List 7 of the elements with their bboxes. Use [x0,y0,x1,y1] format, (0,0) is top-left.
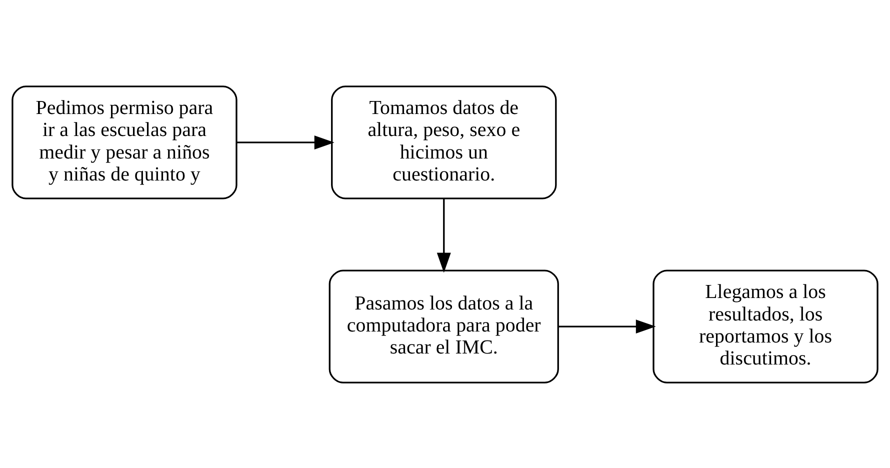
node-box: Llegamos a los resultados, los reportamos y los discutimos. [652,269,878,383]
arrow [558,319,656,334]
arrow [236,134,334,149]
node-box: Pasamos los datos a la computadora para poder sacar el IMC. [328,269,559,383]
node-box: Pedimos permiso para ir a las escuelas para medir y pesar a niños y niñas de quinto y [12,85,238,199]
node-box: Tomamos datos de altura, peso, sexo e hicimos un cuestionario. [331,85,557,199]
arrow [436,198,451,272]
